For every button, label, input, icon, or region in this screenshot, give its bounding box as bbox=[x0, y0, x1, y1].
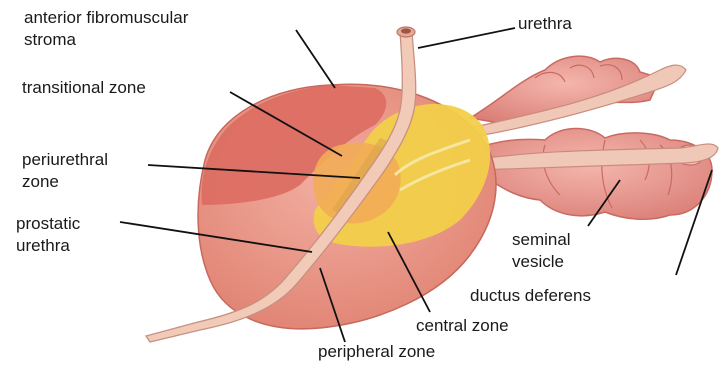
label-prostatic: prostatic bbox=[16, 214, 80, 234]
label-transitional-zone: transitional zone bbox=[22, 78, 146, 98]
label-peripheral-zone: peripheral zone bbox=[318, 342, 435, 362]
seminal-vesicle-lower bbox=[470, 128, 712, 219]
leader-line-urethra bbox=[418, 28, 515, 48]
label-periurethral: periurethral bbox=[22, 150, 108, 170]
label-anterior-fibromuscular: anterior fibromuscular bbox=[24, 8, 188, 28]
label-urethra: urethra bbox=[518, 14, 572, 34]
label-central-zone: central zone bbox=[416, 316, 509, 336]
label-seminal: seminal bbox=[512, 230, 571, 250]
label-stroma: stroma bbox=[24, 30, 76, 50]
label-periurethral-zone: zone bbox=[22, 172, 59, 192]
label-ductus-deferens: ductus deferens bbox=[470, 286, 591, 306]
leader-line-anterior bbox=[296, 30, 335, 88]
label-vesicle: vesicle bbox=[512, 252, 564, 272]
label-prostatic-urethra: urethra bbox=[16, 236, 70, 256]
